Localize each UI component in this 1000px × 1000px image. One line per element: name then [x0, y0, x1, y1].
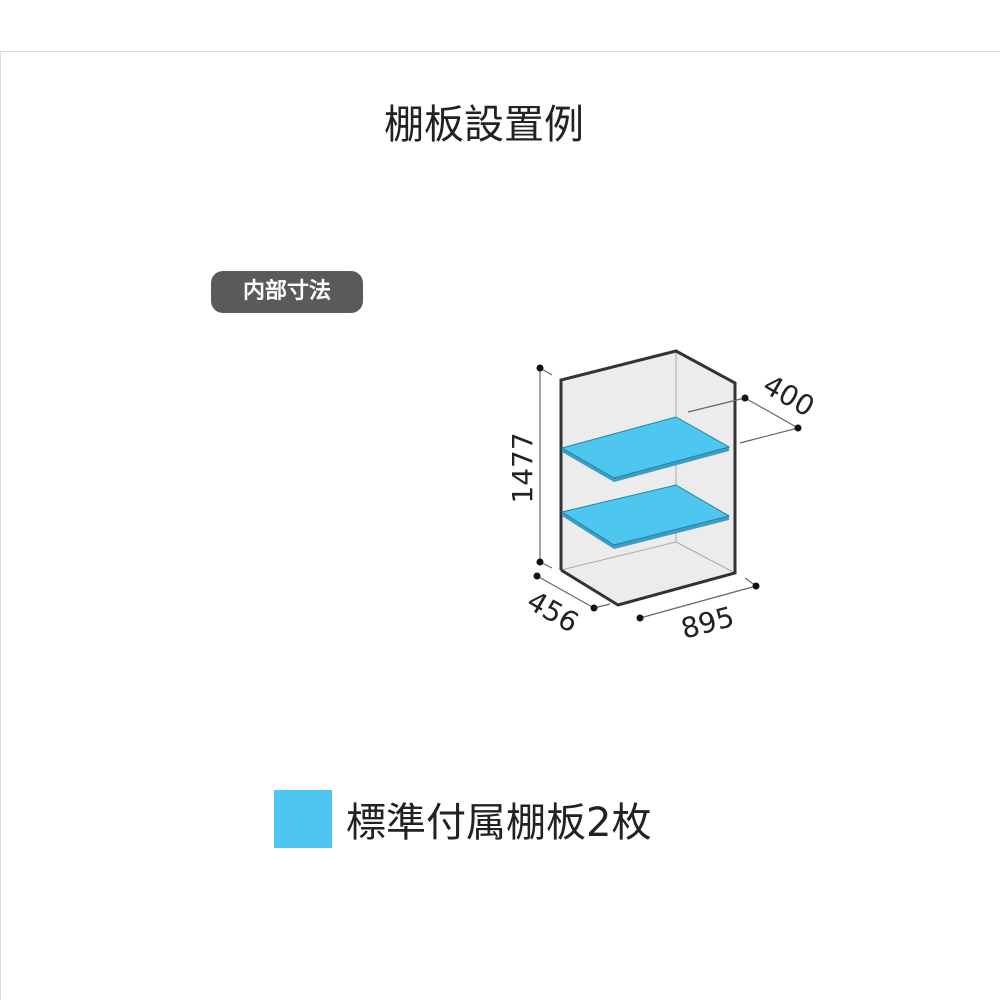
shelf-upper — [560, 416, 731, 482]
page-title: 棚板設置例 — [384, 102, 584, 148]
dimension-lines — [536, 367, 799, 619]
dimension-dots — [533, 364, 802, 622]
shelf-depth-label: 400 — [757, 368, 820, 423]
legend-label: 標準付属棚板2枚 — [346, 800, 652, 846]
height-label: 1477 — [506, 432, 539, 503]
cabinet-body — [559, 349, 737, 607]
internal-dimensions-badge: 内部寸法 — [211, 271, 363, 313]
depth-label: 456 — [521, 584, 584, 639]
width-label: 895 — [677, 600, 737, 646]
legend: 標準付属棚板2枚 — [274, 790, 651, 848]
shelf-lower — [560, 484, 731, 549]
shelf-color-swatch — [274, 790, 332, 848]
content-frame — [0, 51, 1000, 1000]
